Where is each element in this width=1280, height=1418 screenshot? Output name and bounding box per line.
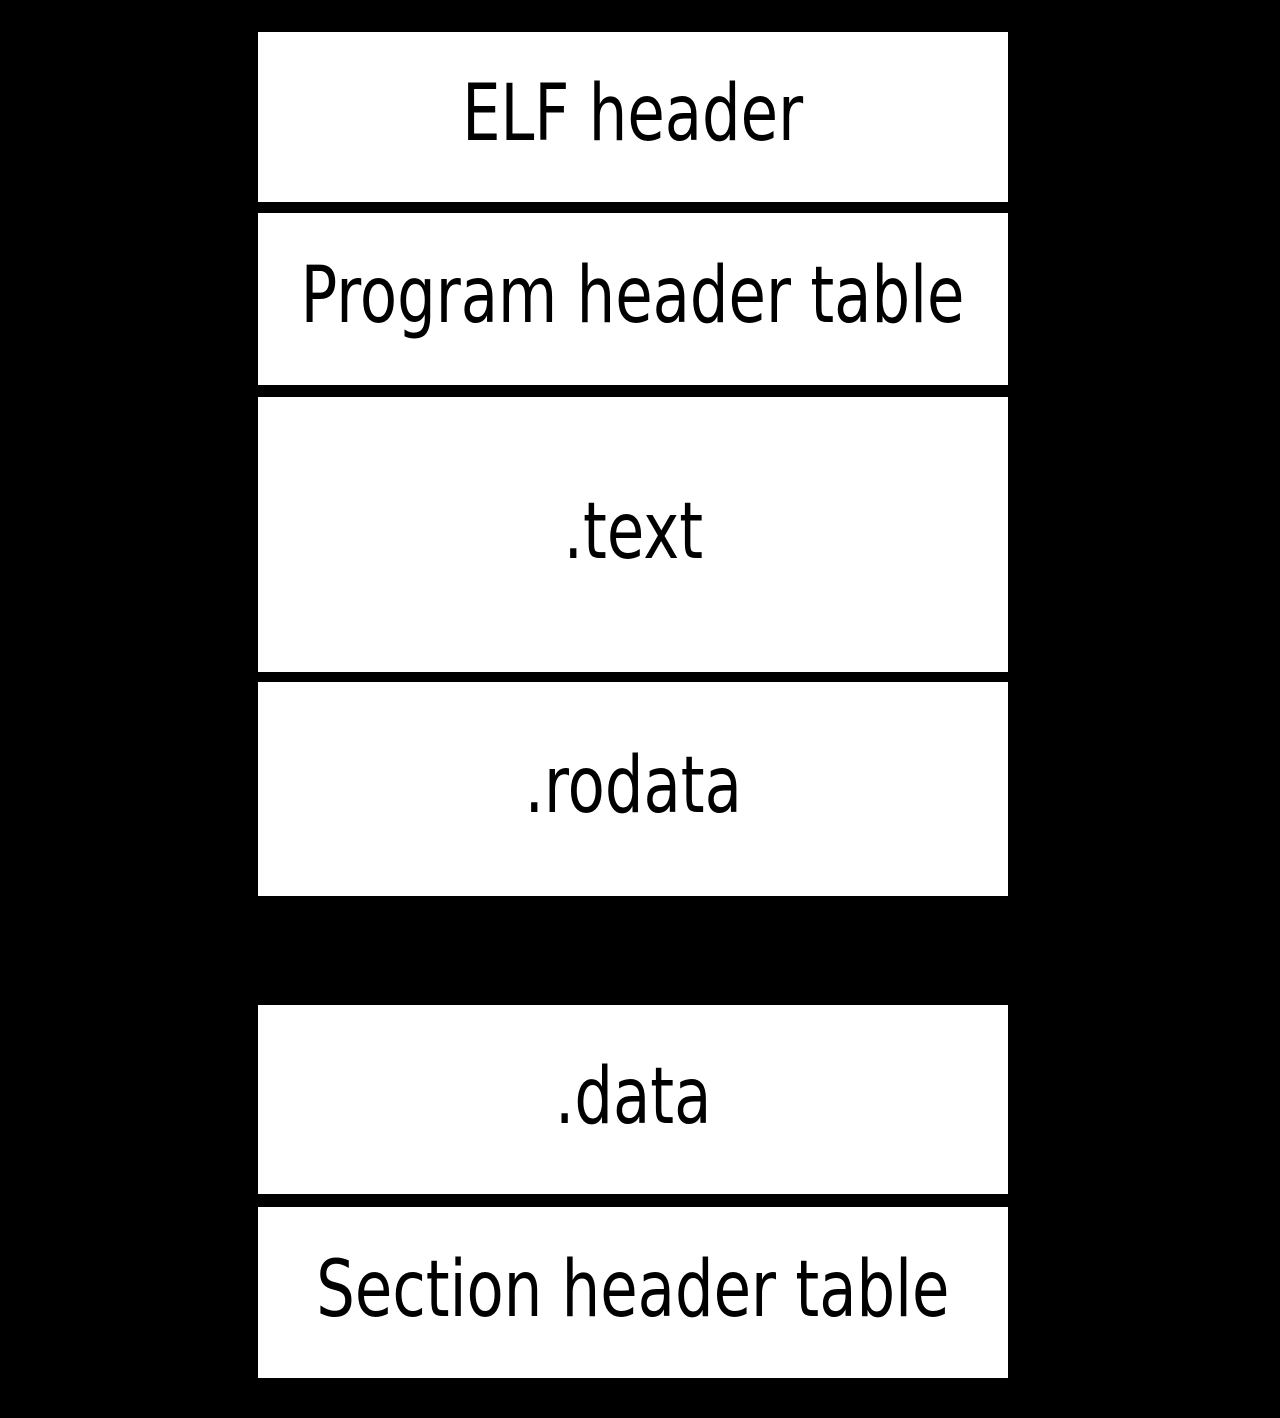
program-header-table-box: Program header table — [258, 213, 1008, 385]
section-header-table-box: Section header table — [258, 1207, 1008, 1378]
elf-header-label: ELF header — [462, 69, 804, 159]
elf-header-box: ELF header — [258, 32, 1008, 202]
rodata-section-label: .rodata — [524, 741, 742, 831]
program-header-table-label: Program header table — [301, 251, 965, 341]
data-section-label: .data — [554, 1051, 712, 1142]
rodata-section-box: .rodata — [258, 682, 1008, 896]
text-section-label: .text — [563, 486, 703, 577]
text-section-box: .text — [258, 397, 1008, 672]
data-section-box: .data — [258, 1005, 1008, 1194]
section-header-table-label: Section header table — [316, 1244, 950, 1335]
